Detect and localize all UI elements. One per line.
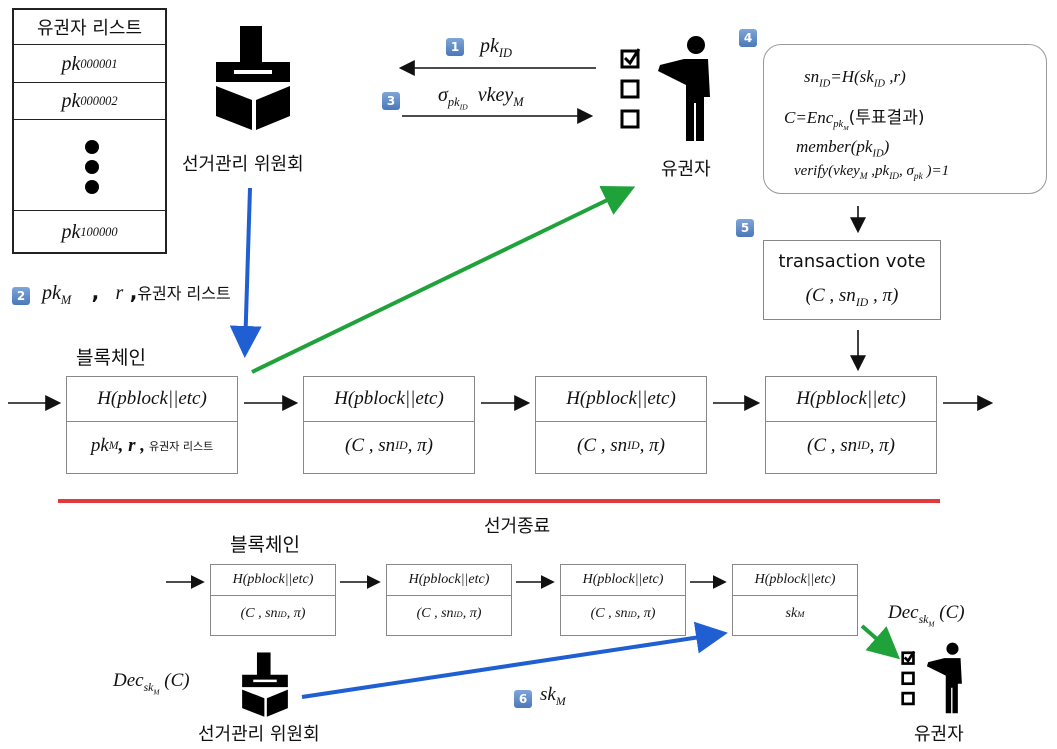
arrow-committee-to-chain: [229, 187, 262, 358]
block-header: H(pblock||etc): [304, 377, 474, 422]
block-header: H(pblock||etc): [733, 565, 857, 596]
voter-icon: [620, 36, 710, 141]
step-badge-3: 3: [382, 92, 400, 110]
decrypt-label-committee: DecskM (C): [113, 670, 190, 697]
block-header: H(pblock||etc): [67, 377, 237, 422]
sn-id-formula: snID=H(skID ,r): [804, 67, 906, 90]
committee-label: 선거관리 위원회: [198, 724, 320, 745]
block-header: H(pblock||etc): [536, 377, 706, 422]
transaction-body: (C , snID , π): [805, 285, 899, 309]
arrow-committee-to-key-block: [301, 621, 728, 699]
block-header: H(pblock||etc): [561, 565, 685, 596]
step-badge-5: 5: [736, 219, 754, 237]
step-badge-1: 1: [446, 38, 464, 56]
election-end-divider: [58, 499, 940, 503]
ballot-box-icon: [216, 26, 290, 130]
block-header: H(pblock||etc): [387, 565, 511, 596]
verify-formula: verify(vkeyM ,pkID, σpk )=1: [794, 163, 950, 182]
step-badge-6: 6: [514, 690, 532, 708]
decrypt-label-voter: DecskM (C): [888, 602, 965, 629]
arrow-key-to-voter: [860, 624, 901, 660]
voter-label: 유권자: [914, 724, 964, 745]
member-formula: member(pkID): [796, 137, 890, 160]
block-header: H(pblock||etc): [766, 377, 936, 422]
ballot-box-icon: [242, 652, 288, 717]
voter-list-title: 유권자 리스트: [14, 10, 165, 45]
step-badge-2: 2: [12, 287, 30, 305]
blockchain-label: 블록체인: [76, 347, 146, 369]
message-2: pkM , r ,유권자 리스트: [42, 280, 231, 307]
message-6: skM: [540, 684, 566, 708]
transaction-title: transaction vote: [778, 251, 926, 272]
ellipsis-dots: [14, 120, 165, 211]
encrypt-formula: C=EncpkM(투표결과): [784, 108, 925, 133]
voter-icon: [901, 642, 962, 714]
election-end-label: 선거종료: [484, 516, 551, 537]
transaction-vote-box: transaction vote (C , snID , π): [763, 240, 941, 320]
voter-label: 유권자: [661, 159, 711, 180]
blockchain-label: 블록체인: [230, 534, 300, 556]
message-3: σpkID vkeyM: [438, 84, 524, 112]
committee-label: 선거관리 위원회: [182, 154, 304, 175]
step-badge-4: 4: [739, 29, 757, 47]
arrow-chain-to-voter: [251, 186, 636, 374]
voter-computation-box: snID=H(skID ,r) C=EncpkM(투표결과) member(pk…: [763, 44, 1047, 194]
block-header: H(pblock||etc): [211, 565, 335, 596]
message-1: pkID: [480, 35, 512, 60]
